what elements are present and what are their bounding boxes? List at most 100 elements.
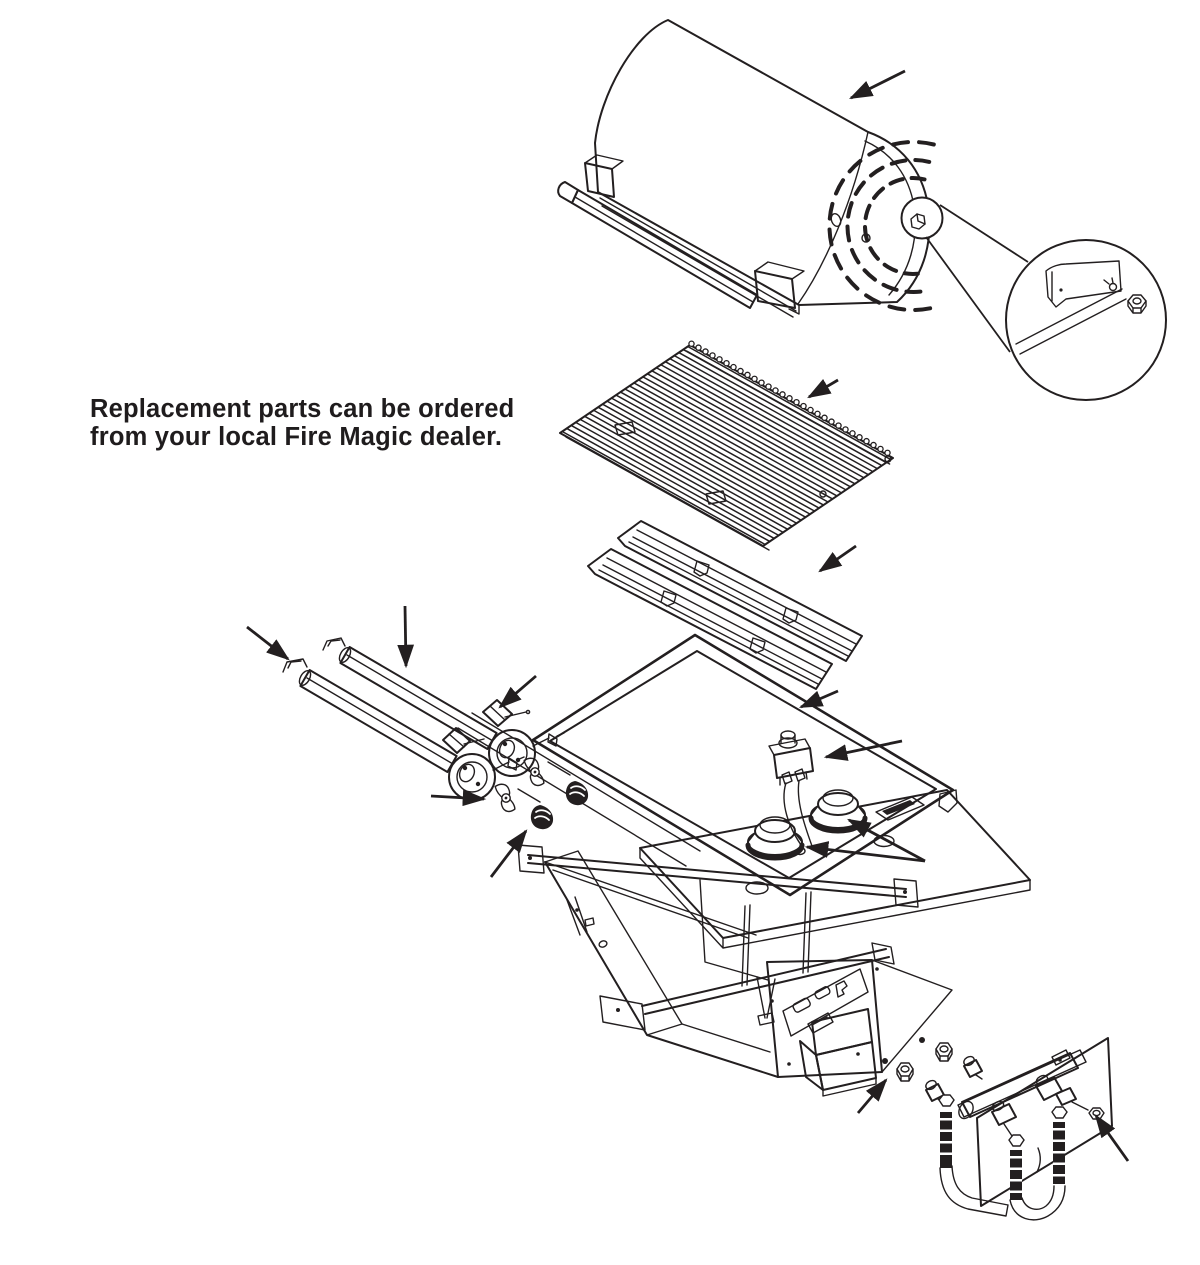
grate-rod	[588, 412, 793, 527]
arrow-to-valve-stem-butterflies	[430, 789, 487, 807]
igniter-wire	[783, 782, 805, 850]
igniter-electrodes	[442, 699, 531, 754]
detail-leader-line	[939, 204, 1029, 263]
drip-tray-bracket	[799, 1008, 877, 1097]
arrow-to-burner-tubes	[397, 605, 415, 669]
grate-rod	[673, 354, 878, 470]
knob-bezels	[530, 781, 589, 830]
hood-handle	[557, 154, 805, 309]
hinge-detail-circle	[1005, 239, 1167, 401]
hex-nuts	[882, 1037, 953, 1082]
grate-rod	[579, 418, 784, 534]
grate-rod	[669, 357, 874, 473]
arrow-to-cooking-grate	[807, 378, 839, 399]
grate-rod	[678, 351, 883, 467]
arrow-to-grill-hood	[848, 69, 906, 100]
panel-legs	[741, 891, 812, 987]
grate-rod	[575, 421, 780, 537]
grate-rod	[593, 409, 797, 524]
gas-valve	[1035, 1074, 1105, 1120]
grate-rod-tip	[744, 371, 751, 379]
grate-rod-tip	[730, 363, 737, 371]
hex-fitting-icon	[938, 1094, 1068, 1147]
valve-manifold-assembly	[925, 1037, 1113, 1221]
grate-rod	[606, 400, 811, 515]
grate-rod	[611, 397, 815, 512]
grate-rod-tip	[835, 422, 842, 429]
annotation-arrows	[246, 69, 1130, 1162]
control-knobs	[745, 789, 868, 861]
grate-rod-tip	[870, 441, 877, 449]
grate-rod	[602, 403, 806, 518]
grate-rod-tip	[856, 434, 863, 441]
arrow-to-hex-nuts	[856, 1078, 888, 1114]
grate-rod-tip	[828, 418, 835, 425]
grate-rod	[633, 382, 838, 497]
grate-rod-tip	[751, 375, 758, 383]
support-rails	[517, 844, 919, 1031]
flavor-grids	[587, 520, 863, 690]
grate-rod-tip	[758, 379, 765, 386]
control-knob	[745, 816, 805, 861]
grate-rod-tip	[821, 414, 828, 422]
grate-rod-tip	[779, 391, 786, 398]
arrow-to-flavor-grids	[818, 544, 857, 573]
grate-rod-tip	[695, 344, 702, 351]
grate-rod-tip	[786, 395, 793, 402]
grate-rod	[566, 427, 771, 543]
detail-leader-line	[925, 236, 1011, 353]
grate-rod-tip	[765, 383, 772, 390]
grate-rod	[561, 430, 766, 546]
grate-rod	[664, 361, 869, 476]
arrow-to-igniter-wire-port	[804, 841, 926, 863]
hex-nut-icon	[935, 1042, 953, 1062]
arrow-to-valve-manifold-assembly	[1094, 1114, 1130, 1162]
grate-rod	[660, 364, 865, 479]
grate-rod	[656, 367, 860, 482]
arrow-to-burner-clips	[246, 625, 290, 661]
grate-rod	[629, 385, 833, 500]
burner-tubes	[298, 646, 498, 773]
grate-rod-tip	[737, 367, 744, 375]
grate-rod-tip	[723, 359, 730, 367]
grate-rod	[651, 370, 856, 485]
caption-line-2: from your local Fire Magic dealer.	[90, 423, 502, 451]
grate-clip-tab	[705, 490, 727, 505]
arrow-to-control-knobs	[847, 818, 926, 863]
grate-rod-tip	[793, 398, 800, 406]
grate-rod-tip	[702, 348, 709, 355]
grate-rod	[647, 373, 851, 488]
grate-rod-tip	[884, 449, 891, 457]
hood-hinge-bolt-marker	[900, 196, 944, 240]
grate-rod	[687, 345, 892, 461]
grate-rod-tip	[877, 445, 884, 453]
arrow-to-igniter-module	[823, 739, 903, 761]
brand-nameplate	[875, 796, 925, 821]
caption-line-1: Replacement parts can be ordered	[90, 395, 514, 423]
grate-rod	[570, 424, 775, 540]
grill-hood	[594, 19, 931, 318]
igniter-module	[768, 730, 814, 850]
igniter-wire	[797, 780, 813, 847]
grate-rod	[624, 388, 829, 503]
grate-rod-tip	[863, 437, 870, 445]
grate-rod-tip	[688, 340, 695, 347]
grate-rod	[638, 379, 842, 494]
valve-stem-butterflies	[494, 757, 545, 813]
burner-clips	[282, 637, 346, 673]
grate-rod-tip	[800, 402, 807, 410]
grate-rod-tip	[849, 430, 856, 437]
arrow-to-control-panel-frame	[798, 689, 839, 709]
grate-rod-tip	[807, 406, 814, 414]
hood-vent-slots	[827, 140, 936, 312]
caption: Replacement parts can be ordered from yo…	[90, 395, 514, 451]
arrow-to-igniter-electrodes	[498, 674, 537, 709]
hinge-nut-icon	[1127, 294, 1147, 314]
gas-hoses	[938, 1094, 1068, 1221]
grate-rod-tip	[772, 387, 779, 394]
grate-rod	[682, 348, 887, 464]
grate-rod	[642, 376, 847, 491]
cooking-grate	[559, 340, 894, 551]
